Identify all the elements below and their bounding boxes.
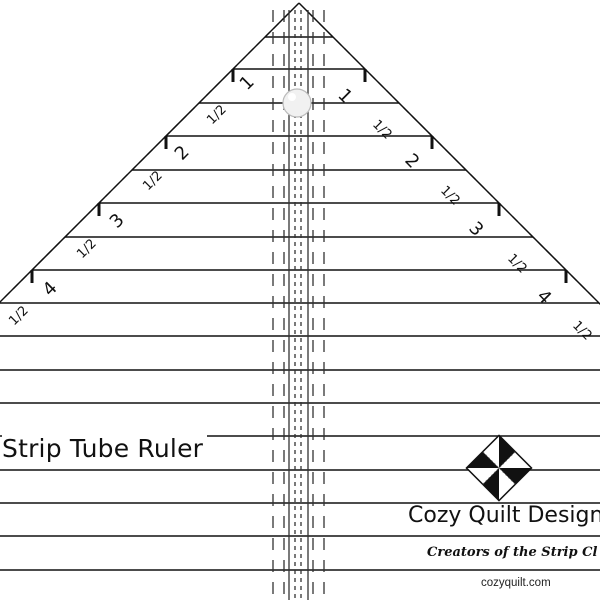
ruler-right-edge	[298, 2, 600, 306]
left-edge-label: 3	[106, 210, 129, 233]
edge-tick-right	[419, 123, 426, 130]
edge-tick-right	[554, 258, 561, 265]
pinwheel-quilt-block-icon	[465, 434, 533, 502]
left-edge-label: 1/2	[140, 168, 165, 193]
right-edge-label: 1/2	[569, 318, 594, 343]
right-edge-label: 2	[400, 150, 423, 173]
edge-tick-left	[247, 48, 254, 55]
edge-tick-left	[138, 157, 145, 164]
edge-tick-left	[197, 98, 204, 105]
edge-tick-right	[520, 224, 527, 231]
edge-tick-right	[545, 249, 552, 256]
edge-tick-right	[377, 81, 384, 88]
edge-tick-right	[444, 148, 451, 155]
edge-tick-left	[121, 174, 128, 181]
edge-tick-left	[256, 39, 263, 46]
right-edge-label: 1/2	[504, 251, 529, 276]
left-edge-label: 1/2	[204, 102, 229, 127]
edge-tick-left	[63, 232, 70, 239]
edge-tick-right	[478, 182, 485, 189]
edge-tick-right	[579, 283, 586, 290]
edge-tick-right	[344, 48, 351, 55]
edge-tick-right	[369, 73, 376, 80]
edge-tick-left	[273, 22, 280, 29]
edge-tick-left	[180, 115, 187, 122]
edge-tick-left	[37, 258, 44, 265]
edge-tick-right	[428, 132, 435, 139]
edge-tick-left	[54, 241, 61, 248]
edge-tick-left	[96, 199, 103, 206]
hanging-hole	[282, 88, 312, 118]
left-edge-label: 1	[236, 72, 259, 95]
edge-tick-left	[21, 274, 28, 281]
left-edge-label: 1/2	[74, 236, 99, 261]
edge-tick-right	[537, 241, 544, 248]
edge-tick-right	[352, 56, 359, 63]
edge-tick-right	[386, 90, 393, 97]
edge-tick-left	[113, 182, 120, 189]
edge-tick-right	[318, 22, 325, 29]
edge-tick-right	[402, 106, 409, 113]
right-edge-label: 1	[333, 85, 356, 108]
right-edge-label: 4	[532, 286, 555, 309]
edge-tick-left	[79, 216, 86, 223]
edge-tick-left	[214, 81, 221, 88]
edge-tick-left	[231, 64, 238, 71]
edge-tick-left	[4, 291, 11, 298]
edge-tick-right	[570, 274, 577, 281]
left-edge-label: 2	[171, 142, 194, 165]
company-tagline: Creators of the Strip Cl	[427, 545, 598, 560]
edge-tick-left	[222, 73, 229, 80]
edge-tick-right	[528, 232, 535, 239]
edge-tick-left	[163, 132, 170, 139]
edge-tick-right	[436, 140, 443, 147]
edge-tick-left	[172, 123, 179, 130]
edge-tick-right	[335, 39, 342, 46]
edge-tick-left	[105, 190, 112, 197]
edge-tick-left	[264, 31, 271, 38]
company-name: Cozy Quilt Design	[408, 503, 600, 528]
edge-tick-left	[46, 249, 53, 256]
edge-tick-right	[327, 31, 334, 38]
hanging-hole-highlight	[288, 93, 296, 101]
right-edge-label: 1/2	[369, 117, 394, 142]
edge-tick-right	[486, 190, 493, 197]
edge-tick-right	[394, 98, 401, 105]
ruler-left-edge	[0, 2, 300, 304]
edge-tick-right	[512, 216, 519, 223]
product-title: Strip Tube Ruler	[2, 434, 208, 463]
edge-tick-left	[239, 56, 246, 63]
edge-tick-left	[88, 207, 95, 214]
left-edge-label: 4	[39, 278, 62, 301]
edge-tick-right	[587, 291, 594, 298]
edge-tick-right	[495, 199, 502, 206]
edge-tick-right	[453, 157, 460, 164]
left-edge-label: 1/2	[6, 303, 31, 328]
edge-tick-left	[12, 283, 19, 290]
edge-tick-left	[147, 148, 154, 155]
edge-tick-right	[360, 64, 367, 71]
edge-tick-left	[130, 165, 137, 172]
edge-tick-left	[205, 90, 212, 97]
edge-tick-left	[29, 266, 36, 273]
edge-tick-left	[71, 224, 78, 231]
edge-tick-right	[503, 207, 510, 214]
edge-tick-right	[470, 174, 477, 181]
company-website: cozyquilt.com	[481, 577, 551, 589]
edge-tick-right	[461, 165, 468, 172]
edge-tick-left	[155, 140, 162, 147]
edge-tick-right	[562, 266, 569, 273]
edge-tick-left	[189, 106, 196, 113]
edge-tick-right	[411, 115, 418, 122]
right-edge-label: 1/2	[437, 183, 462, 208]
